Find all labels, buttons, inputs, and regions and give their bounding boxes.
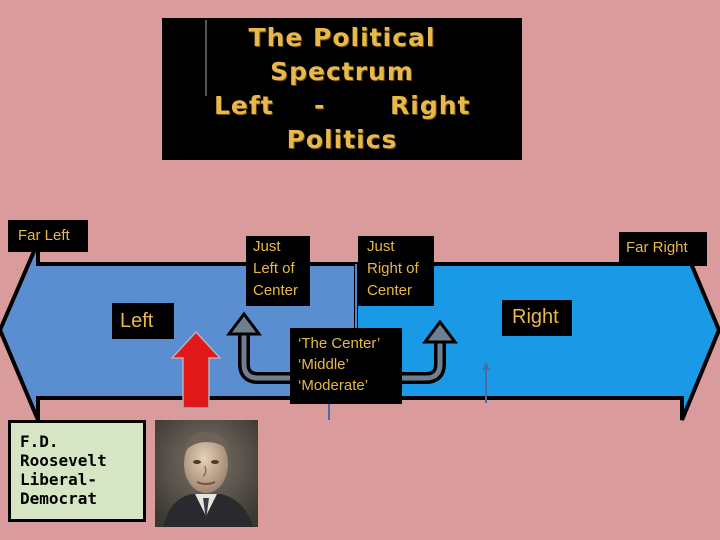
- center-line-1: ‘The Center’: [298, 335, 381, 352]
- just-right-line-2: Right of: [367, 260, 419, 277]
- just-right-line-3: Center: [367, 282, 413, 299]
- just-right-of-center-label: Just Right of Center: [358, 236, 434, 306]
- roosevelt-portrait-icon: [155, 420, 258, 527]
- just-left-line-2: Left of: [253, 260, 295, 277]
- far-left-text: Far Left: [18, 227, 70, 244]
- title-line-1: The Political: [248, 23, 436, 52]
- title-divider: [205, 20, 207, 96]
- just-left-of-center-label: Just Left of Center: [246, 236, 310, 306]
- left-label: Left: [112, 303, 174, 339]
- center-line-2: ‘Middle’: [298, 356, 349, 373]
- center-label: ‘The Center’ ‘Middle’ ‘Moderate’: [290, 328, 402, 404]
- title-line-2: Spectrum: [270, 57, 414, 86]
- red-position-marker-icon: [170, 330, 222, 409]
- roosevelt-caption: F.D. Roosevelt Liberal- Democrat: [8, 420, 146, 522]
- just-left-line-1: Just: [253, 238, 281, 255]
- title-box: The Political Spectrum Left - Right Poli…: [162, 18, 522, 160]
- title-line-3: Left - Right: [162, 89, 522, 123]
- right-label: Right: [502, 300, 572, 336]
- right-pointer-arrow-icon: [482, 362, 490, 403]
- just-right-line-1: Just: [367, 238, 395, 255]
- right-text: Right: [512, 306, 559, 328]
- right-curve-arrow-icon: [392, 319, 458, 384]
- title-left-word: Left: [214, 91, 274, 120]
- roosevelt-line-1: F.D.: [20, 432, 59, 451]
- left-curve-arrow-icon: [226, 311, 300, 384]
- far-right-label: Far Right: [619, 232, 707, 266]
- left-text: Left: [120, 310, 154, 332]
- title-dash: -: [314, 91, 326, 120]
- just-left-line-3: Center: [253, 282, 299, 299]
- title-line-4: Politics: [286, 125, 398, 154]
- roosevelt-line-3: Liberal-: [20, 470, 98, 489]
- center-line-3: ‘Moderate’: [298, 377, 369, 394]
- far-right-text: Far Right: [626, 239, 688, 256]
- roosevelt-line-2: Roosevelt: [20, 451, 107, 470]
- far-left-label: Far Left: [8, 220, 88, 252]
- roosevelt-line-4: Democrat: [20, 489, 98, 508]
- title-right-word: Right: [390, 91, 471, 120]
